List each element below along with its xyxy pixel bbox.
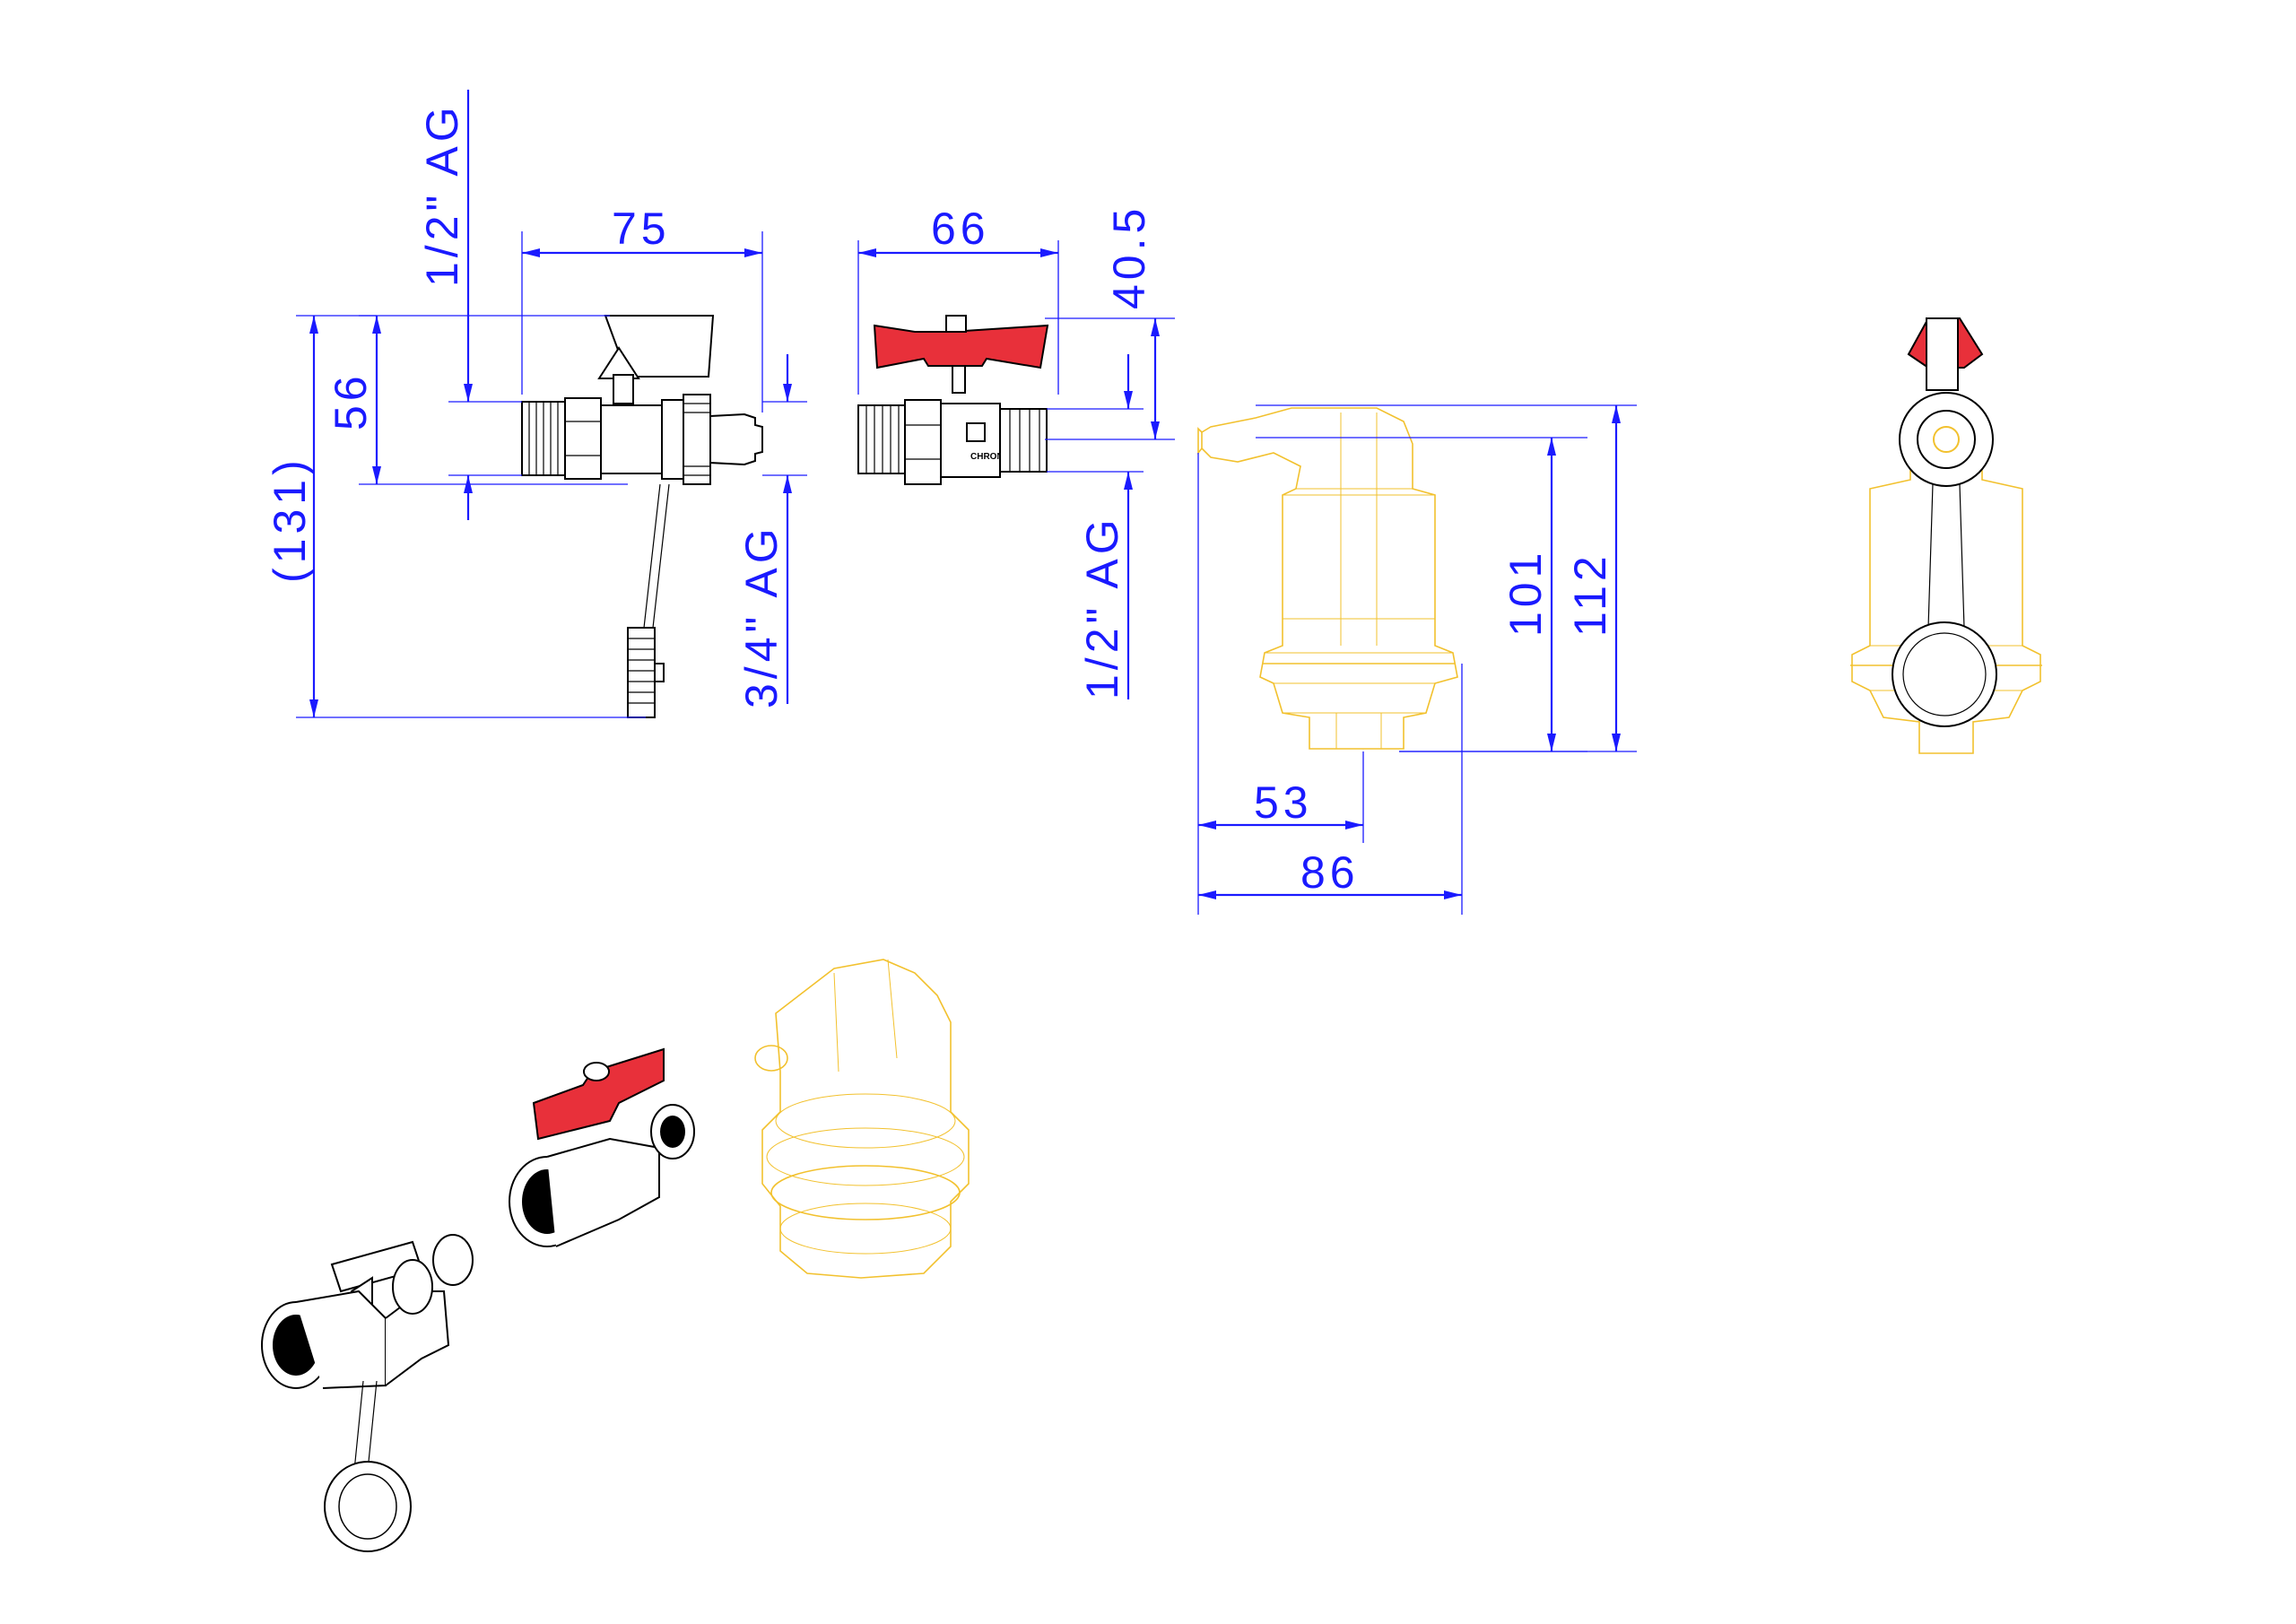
dim-56: 56 — [326, 371, 376, 430]
dim-131: (131) — [265, 456, 315, 583]
dim-40-5: 40.5 — [1104, 204, 1154, 309]
ball-valve-side-view: CHRONTIK — [857, 315, 1049, 485]
butterfly-handle — [873, 324, 1049, 369]
drain-valve-side-view — [521, 315, 763, 718]
dim-75: 75 — [612, 204, 671, 254]
isometric-ball-valve — [509, 1047, 695, 1247]
assembly-side-view — [1850, 317, 2042, 754]
dim-thread-left-bottom: 3/4" AG — [736, 524, 787, 708]
dim-112: 112 — [1565, 551, 1615, 637]
dim-66: 66 — [931, 204, 990, 254]
isometric-drain-valve — [261, 1234, 474, 1552]
dim-53: 53 — [1254, 777, 1313, 828]
dim-101: 101 — [1500, 549, 1551, 637]
dim-thread-left-top: 1/2" AG — [417, 102, 467, 287]
dimension-lines — [296, 90, 1637, 915]
dimension-labels: 75 56 (131) 1/2" AG 3/4" AG 66 40.5 1/2"… — [265, 102, 1615, 898]
valve-brand-label: CHRONTIK — [970, 452, 1019, 462]
air-vent-front-view — [1197, 407, 1458, 750]
dim-86: 86 — [1300, 847, 1360, 898]
dim-thread-mid: 1/2" AG — [1077, 515, 1127, 699]
isometric-air-vent — [754, 959, 970, 1279]
